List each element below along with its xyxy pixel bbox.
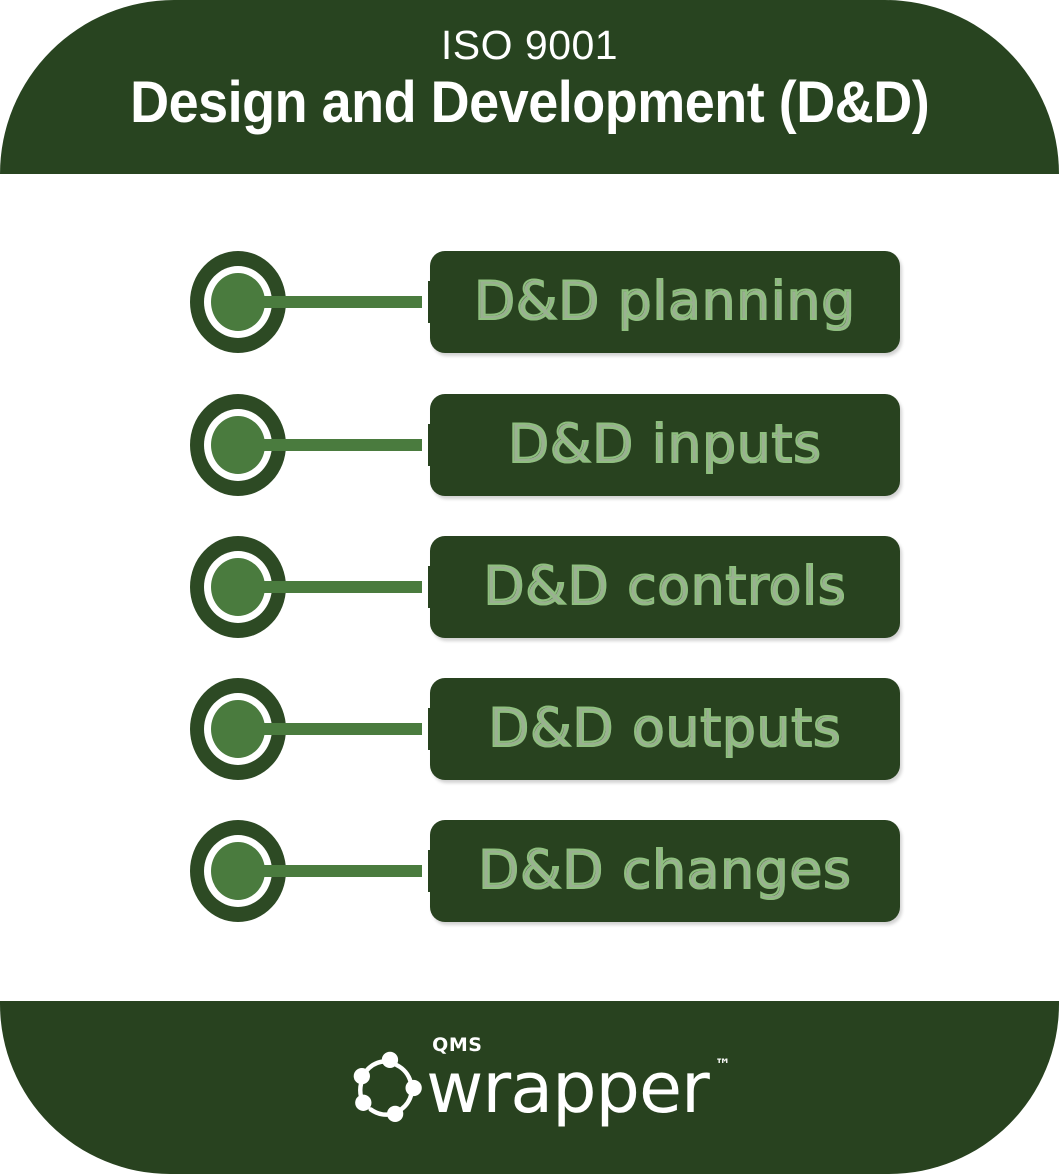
- list-item[interactable]: D&D controls: [190, 536, 900, 638]
- connector-line: [238, 581, 434, 593]
- header-banner: ISO 9001 Design and Development (D&D): [0, 0, 1059, 174]
- logo-qms-text: QMS: [432, 1033, 483, 1056]
- step-pill[interactable]: D&D changes: [430, 820, 900, 922]
- connector-line: [238, 865, 434, 877]
- ring-of-dots-logo-icon: [353, 1051, 422, 1122]
- step-pill[interactable]: D&D planning: [430, 251, 900, 353]
- connector-line: [238, 723, 434, 735]
- trademark-icon: ™: [714, 1054, 731, 1074]
- logo-wrapper-text: wrapper: [426, 1046, 710, 1129]
- header-eyebrow: ISO 9001: [440, 22, 619, 68]
- qmswrapper-logo[interactable]: QMS wrapper ™: [350, 1035, 731, 1128]
- step-label: D&D inputs: [507, 414, 822, 476]
- connector-line: [238, 296, 434, 308]
- step-label: D&D outputs: [487, 698, 842, 760]
- list-item[interactable]: D&D planning: [190, 251, 900, 353]
- footer-banner: QMS wrapper ™: [0, 1001, 1059, 1174]
- list-item[interactable]: D&D changes: [190, 820, 900, 922]
- list-item[interactable]: D&D outputs: [190, 678, 900, 780]
- step-pill[interactable]: D&D controls: [430, 536, 900, 638]
- steps-list: D&D planning D&D inputs: [0, 174, 1059, 1001]
- logo-wordmark: QMS wrapper ™: [426, 1035, 731, 1125]
- page-title: Design and Development (D&D): [129, 70, 930, 135]
- step-label: D&D changes: [477, 840, 852, 902]
- connector-line: [238, 439, 434, 451]
- step-label: D&D controls: [482, 556, 847, 618]
- step-label: D&D planning: [473, 271, 856, 333]
- step-pill[interactable]: D&D outputs: [430, 678, 900, 780]
- step-pill[interactable]: D&D inputs: [430, 394, 900, 496]
- list-item[interactable]: D&D inputs: [190, 394, 900, 496]
